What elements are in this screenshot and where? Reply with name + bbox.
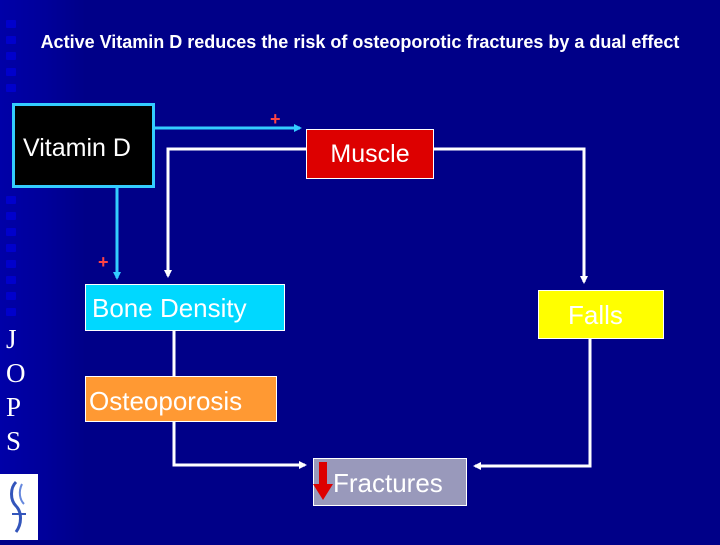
node-bone-density: Bone Density [85,284,285,331]
side-letter: P [6,392,22,422]
node-vitamin-d: Vitamin D [12,103,155,188]
decor-square [6,260,16,268]
slide-title: Active Vitamin D reduces the risk of ost… [40,32,680,52]
decor-square [6,20,16,28]
connector-muscle-bone [164,147,306,278]
decor-square [6,196,16,204]
side-letters: J O P S [6,322,36,458]
node-muscle: Muscle [306,129,434,179]
decor-square [6,228,16,236]
connector-falls-fractures [473,339,592,470]
decor-square [6,84,16,92]
node-falls: Falls [538,290,664,339]
decor-square [6,36,16,44]
decor-square [6,68,16,76]
decor-square [6,52,16,60]
plus-sign-bone: + [98,252,109,272]
logo-icon [10,480,26,533]
node-osteoporosis: Osteoporosis [85,376,277,422]
decrease-arrow-icon [313,462,333,500]
side-letter: J [6,324,17,354]
left-decor-stripe [0,0,86,540]
decor-square [6,292,16,300]
node-fractures: Fractures [313,458,467,506]
side-letter: S [6,426,22,456]
side-letter: O [6,358,26,388]
plus-sign-muscle: + [270,109,281,129]
decor-square [6,212,16,220]
decor-square [6,244,16,252]
connector-muscle-falls [434,147,588,284]
logo [0,474,38,540]
connector-osteo-fractures [172,422,307,469]
decor-square [6,276,16,284]
decor-square [6,308,16,316]
